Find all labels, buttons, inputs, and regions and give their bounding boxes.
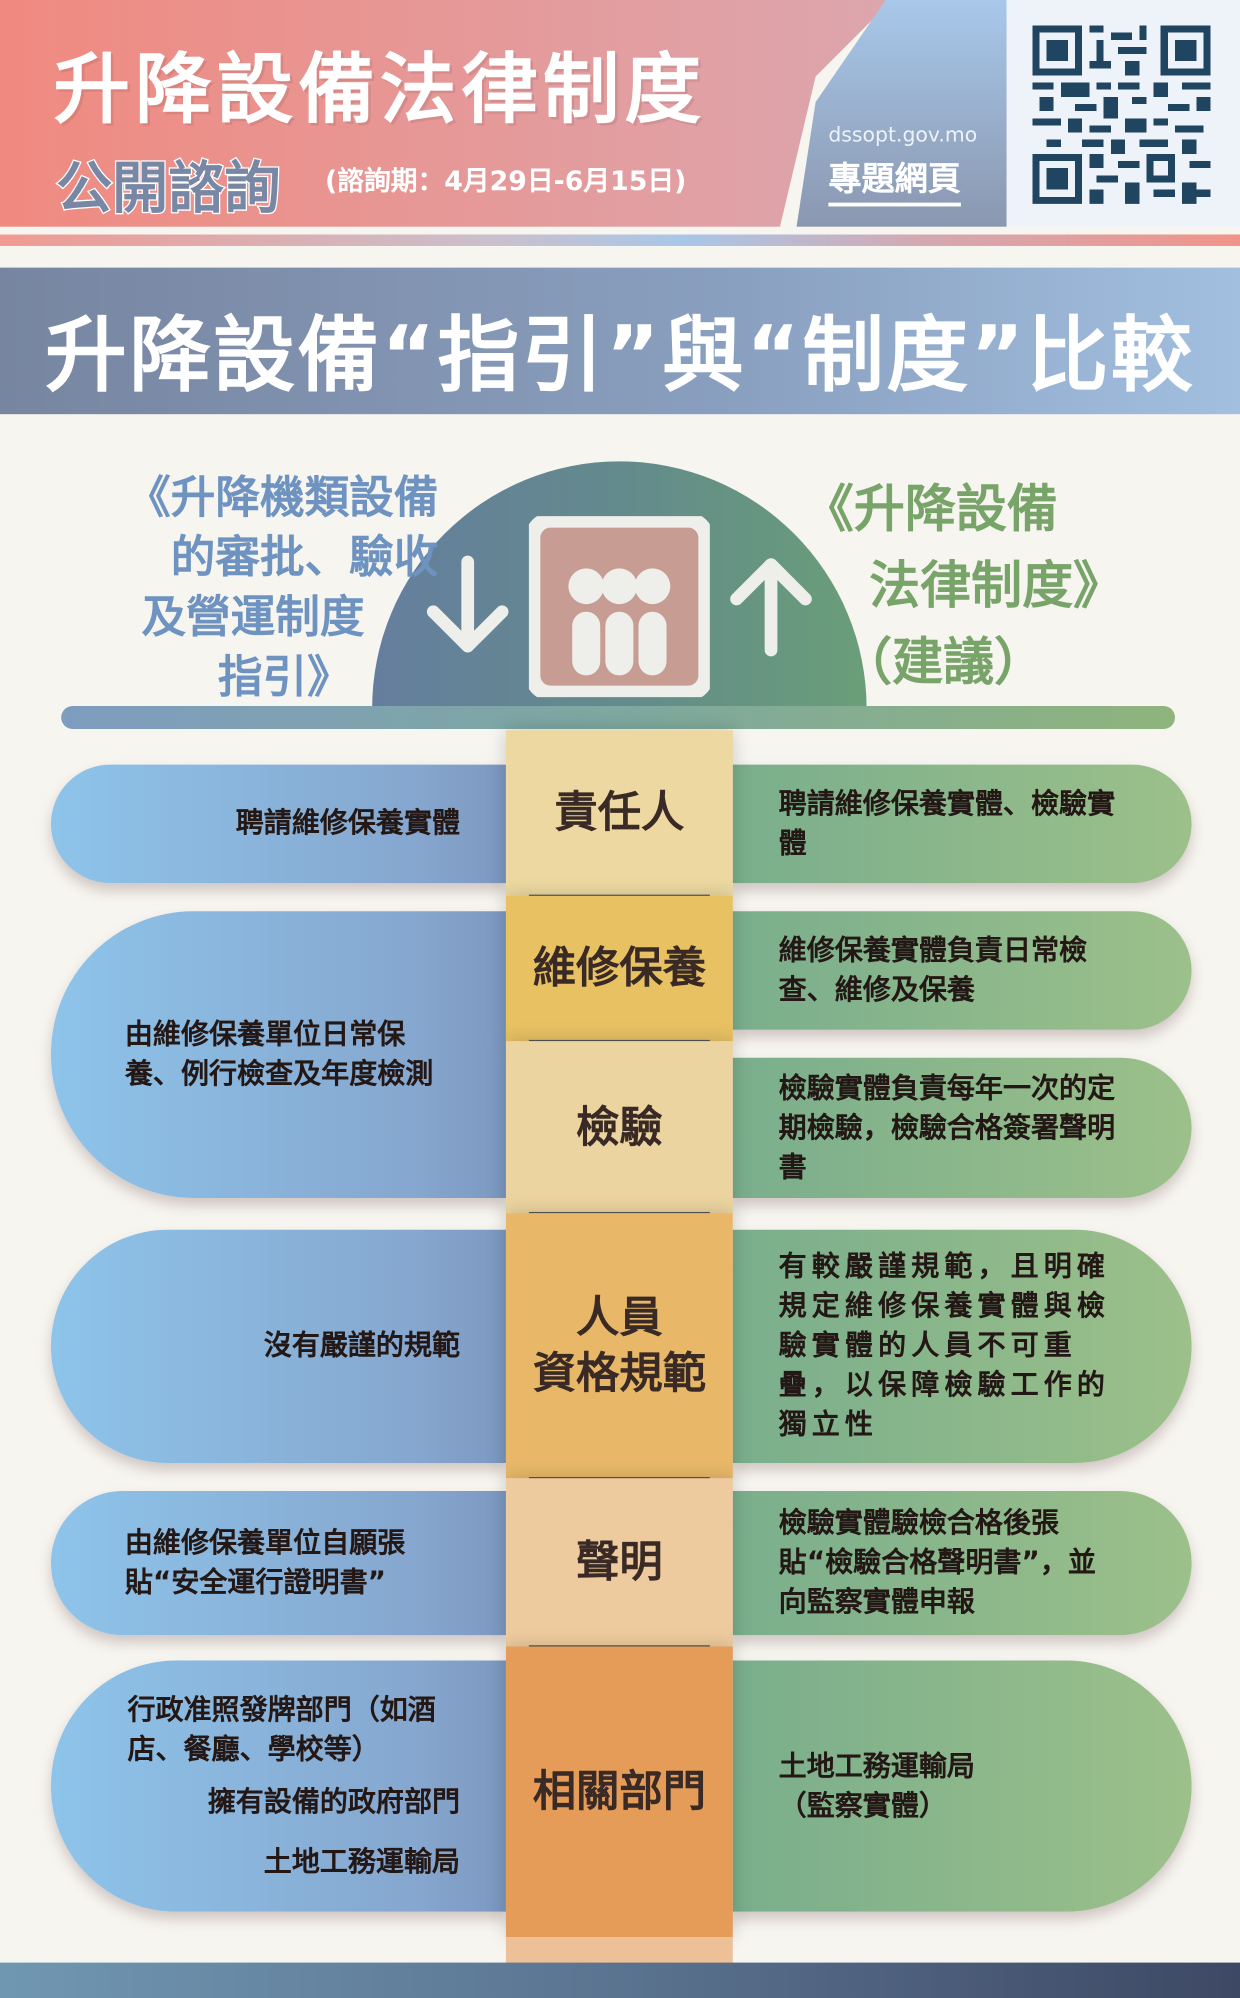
consultation-label: 公開諮詢 bbox=[55, 155, 282, 223]
arrow-up-icon bbox=[730, 558, 812, 657]
legal-cell-departments: 土地工務運輸局（監察實體） bbox=[732, 1660, 1192, 1912]
cell-text: 沒有嚴謹的規範 bbox=[263, 1330, 461, 1363]
footer-bar bbox=[0, 1962, 1240, 1998]
topic-label: 相關部門 bbox=[532, 1766, 707, 1818]
cell-text: 擁有設備的政府部門 bbox=[207, 1786, 461, 1818]
legal-cell-qualification: 有較嚴謹規範，且明確規定維修保養實體與檢驗實體的人員不可重疊，以保障檢驗工作的獨… bbox=[732, 1229, 1192, 1464]
guideline-cell-maintenance-inspection: 由維修保養單位日常保養、例行檢查及年度檢測 bbox=[50, 911, 506, 1198]
guideline-cell-responsible: 聘請維修保養實體 bbox=[50, 764, 506, 884]
topic-label: 維修保養 bbox=[532, 943, 707, 995]
topic-label: 責任人 bbox=[554, 787, 685, 839]
cell-text: 聘請維修保養實體、檢驗實體 bbox=[778, 788, 1116, 860]
guideline-title-line: 及營運制度 bbox=[141, 592, 365, 644]
legal-cell-maintenance: 維修保養實體負責日常檢查、維修及保養 bbox=[732, 911, 1192, 1030]
topic-inspection: 檢驗 bbox=[505, 1041, 733, 1214]
topic-declaration: 聲明 bbox=[505, 1478, 733, 1647]
topic-label: 聲明 bbox=[576, 1536, 663, 1588]
topic-maintenance: 維修保養 bbox=[505, 895, 733, 1042]
guideline-cell-declaration: 由維修保養單位自願張貼“安全運行證明書” bbox=[50, 1491, 506, 1636]
cell-text: 檢驗實體驗檢合格後張貼“檢驗合格聲明書”，並向監察實體申報 bbox=[778, 1507, 1096, 1619]
legal-cell-inspection: 檢驗實體負責每年一次的定期檢驗，檢驗合格簽署聲明書 bbox=[732, 1057, 1192, 1198]
legal-cell-responsible: 聘請維修保養實體、檢驗實體 bbox=[732, 764, 1192, 884]
qr-code-icon[interactable] bbox=[1032, 25, 1211, 204]
guideline-cell-departments: 行政准照發牌部門（如酒店、餐廳、學校等） 擁有設備的政府部門 土地工務運輸局 bbox=[50, 1660, 506, 1912]
topic-label: 資格規範 bbox=[532, 1348, 707, 1400]
cell-text: 聘請維修保養實體 bbox=[235, 807, 461, 840]
guideline-title: 《升降機類設備 的審批、驗收 及營運制度 指引》 bbox=[79, 469, 438, 709]
main-title: 升降設備法律制度 bbox=[53, 45, 707, 136]
cell-text: 行政准照發牌部門（如酒店、餐廳、學校等） bbox=[127, 1694, 436, 1766]
cell-text: 檢驗實體負責每年一次的定期檢驗，檢驗合格簽署聲明書 bbox=[778, 1072, 1116, 1184]
legal-system-title-line: 《升降設備 bbox=[802, 480, 1058, 540]
cell-text: 有較嚴謹規範，且明確規定維修保養實體與檢驗實體的人員不可重疊，以保障檢驗工作的獨… bbox=[778, 1251, 1111, 1442]
topic-label: 檢驗 bbox=[576, 1101, 663, 1153]
cell-text: 維修保養實體負責日常檢查、維修及保養 bbox=[778, 934, 1088, 1007]
header-pink-panel bbox=[0, 0, 893, 227]
guideline-title-line: 的審批、驗收 bbox=[170, 532, 439, 584]
website-link[interactable]: 專題網頁 bbox=[828, 153, 961, 207]
cell-text: 土地工務運輸局（監察實體） bbox=[778, 1750, 975, 1822]
topic-responsible: 責任人 bbox=[505, 730, 733, 896]
legal-system-title-line: （建議） bbox=[841, 633, 1046, 693]
arrow-down-icon bbox=[426, 555, 509, 653]
column-base bbox=[505, 1937, 733, 1966]
topic-departments: 相關部門 bbox=[505, 1646, 733, 1938]
decorative-stripe bbox=[0, 234, 1240, 246]
website-url[interactable]: dssopt.gov.mo bbox=[828, 122, 978, 147]
elevator-icon bbox=[528, 516, 710, 698]
guideline-title-line: 指引》 bbox=[217, 652, 352, 704]
guideline-title-line: 《升降機類設備 bbox=[126, 472, 439, 524]
cell-text: 土地工務運輸局 bbox=[263, 1845, 461, 1878]
section-banner bbox=[0, 267, 1240, 415]
section-title: 升降設備“指引”與“制度”比較 bbox=[45, 309, 1195, 404]
legal-system-title-line: 法律制度》 bbox=[869, 556, 1125, 616]
cell-text: 由維修保養單位日常保養、例行檢查及年度檢測 bbox=[124, 1018, 434, 1091]
dome-base-bar bbox=[61, 706, 1176, 729]
guideline-cell-qualification: 沒有嚴謹的規範 bbox=[50, 1229, 506, 1464]
topic-qualification: 人員資格規範 bbox=[505, 1213, 733, 1479]
legal-cell-declaration: 檢驗實體驗檢合格後張貼“檢驗合格聲明書”，並向監察實體申報 bbox=[732, 1491, 1192, 1636]
consultation-period: (諮詢期：4月29日-6月15日) bbox=[324, 165, 687, 197]
cell-text: 由維修保養單位自願張貼“安全運行證明書” bbox=[124, 1527, 406, 1599]
legal-system-title: 《升降設備 法律制度》 （建議） bbox=[803, 472, 1185, 701]
topic-label: 人員 bbox=[576, 1292, 663, 1344]
